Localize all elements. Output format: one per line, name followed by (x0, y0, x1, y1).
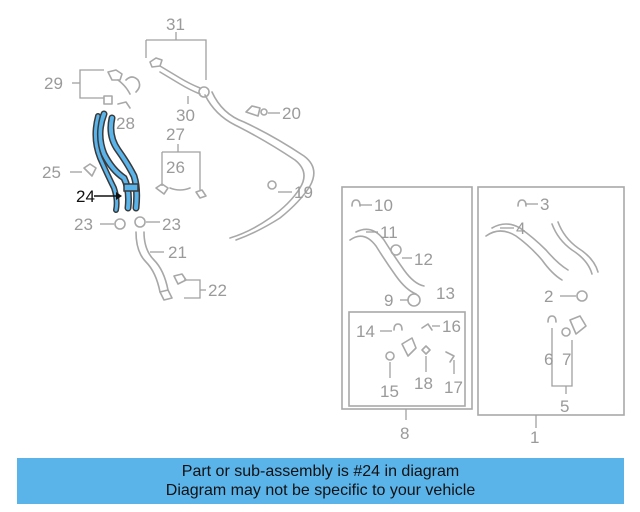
callout-28: 28 (116, 114, 135, 133)
callout-31: 31 (166, 15, 185, 34)
part-28 (117, 101, 131, 109)
part-22-group (159, 273, 206, 301)
part-20-clip (245, 105, 280, 117)
callout-22: 22 (208, 281, 227, 300)
callout-14: 14 (356, 322, 375, 341)
callout-27: 27 (166, 125, 185, 144)
callout-16: 16 (442, 317, 461, 336)
callout-23-right: 23 (162, 215, 181, 234)
callout-18: 18 (414, 374, 433, 393)
part-23-group (100, 216, 160, 230)
callout-15: 15 (380, 382, 399, 401)
part-21-hose (135, 231, 169, 293)
callout-1: 1 (530, 428, 539, 447)
caption-banner: Part or sub-assembly is #24 in diagram D… (17, 458, 624, 504)
callout-29: 29 (44, 74, 63, 93)
part-24-highlighted (92, 110, 141, 213)
callout-17: 17 (444, 378, 463, 397)
part-29-group (72, 69, 141, 105)
callout-7: 7 (562, 350, 571, 369)
callout-10: 10 (374, 196, 393, 215)
callout-25: 25 (42, 163, 61, 182)
part-31-group (145, 32, 210, 98)
callout-2: 2 (544, 287, 553, 306)
caption-line-2: Diagram may not be specific to your vehi… (165, 482, 476, 499)
callout-24: 24 (76, 187, 95, 206)
caption-line-1: Part or sub-assembly is #24 in diagram (181, 463, 460, 480)
callout-11: 11 (380, 223, 398, 242)
callout-20: 20 (282, 104, 301, 123)
callout-3: 3 (540, 195, 549, 214)
callout-9: 9 (384, 291, 393, 310)
callout-4: 4 (516, 219, 525, 238)
part-25 (70, 163, 97, 177)
callout-5: 5 (560, 397, 569, 416)
part-26-27-group (155, 144, 207, 199)
pipe-19 (204, 91, 315, 241)
callout-26: 26 (166, 158, 185, 177)
assembly-8-box (341, 186, 473, 420)
callout-21: 21 (168, 243, 187, 262)
callout-13: 13 (436, 284, 455, 303)
callout-6: 6 (544, 350, 553, 369)
callout-30: 30 (176, 106, 195, 125)
callout-23-left: 23 (74, 215, 93, 234)
assembly-1-box (477, 186, 625, 428)
callout-8: 8 (400, 424, 409, 443)
callout-19: 19 (294, 183, 313, 202)
callout-12: 12 (414, 250, 433, 269)
